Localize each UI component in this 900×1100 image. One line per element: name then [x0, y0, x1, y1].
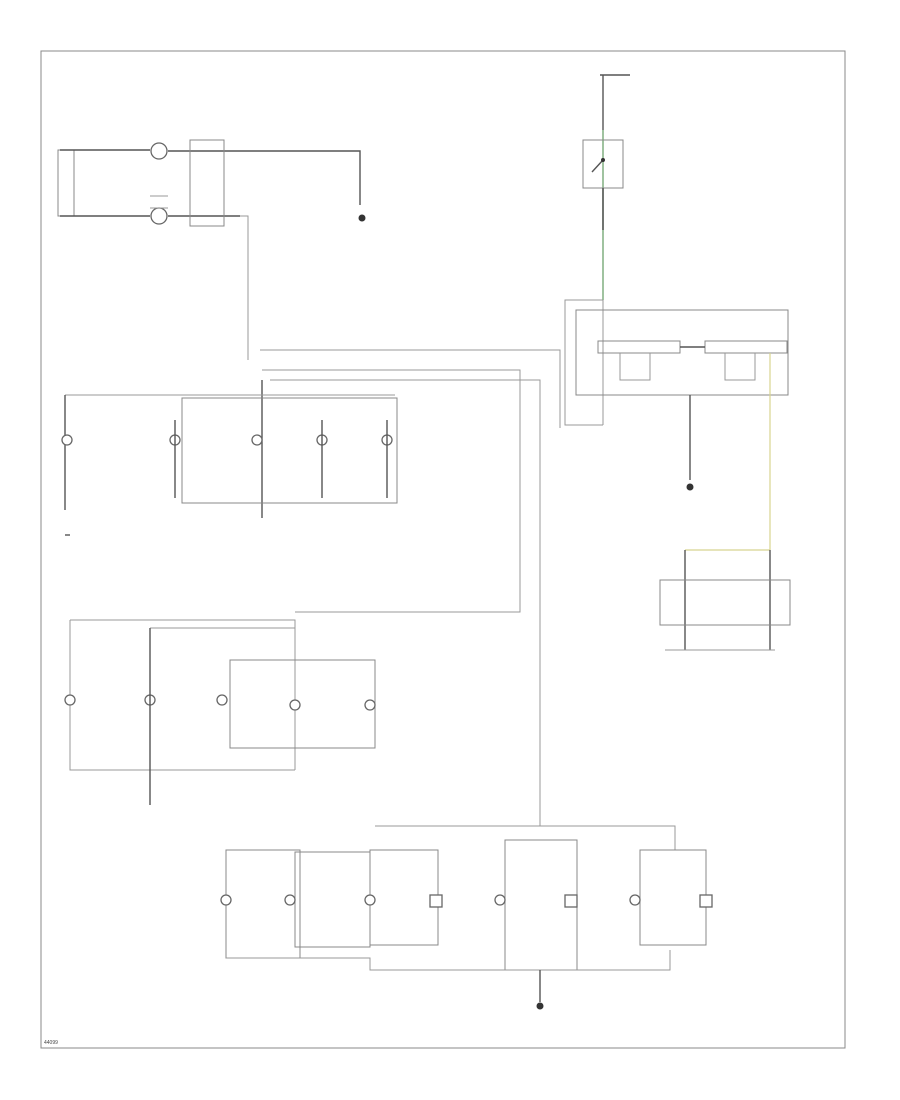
indicator-b6 [564, 894, 578, 908]
fuse-block [189, 139, 225, 227]
bottom-bank [220, 820, 713, 1010]
lamp-l5 [364, 699, 376, 711]
indicator-b8 [699, 894, 713, 908]
lamp-l4 [289, 699, 301, 711]
lamp-b1 [220, 894, 232, 906]
indicator-b4 [429, 894, 443, 908]
ground-point-g2 [686, 483, 694, 491]
lamp-top [150, 142, 168, 160]
top-right-fuse-group [564, 74, 791, 651]
ground-point-g3 [536, 1002, 544, 1010]
lower-left-bank [64, 619, 376, 805]
lamp-b7 [629, 894, 641, 906]
control-module [575, 309, 789, 396]
lamp-u3 [251, 434, 263, 446]
lamp-b3 [364, 894, 376, 906]
upper-middle-bank [61, 349, 561, 820]
rear-lamp-module [659, 579, 791, 626]
diagram-frame [40, 50, 846, 1049]
lamp-u1 [61, 434, 73, 446]
ground-point-g1 [358, 214, 366, 222]
lamp-b5 [494, 894, 506, 906]
diagram-code: 44099 [44, 1040, 58, 1046]
lamp-l1 [64, 694, 76, 706]
lamp-bottom [150, 207, 168, 225]
top-left-dimmer-group [57, 139, 366, 360]
lamp-l3 [216, 694, 228, 706]
lamp-b2 [284, 894, 296, 906]
